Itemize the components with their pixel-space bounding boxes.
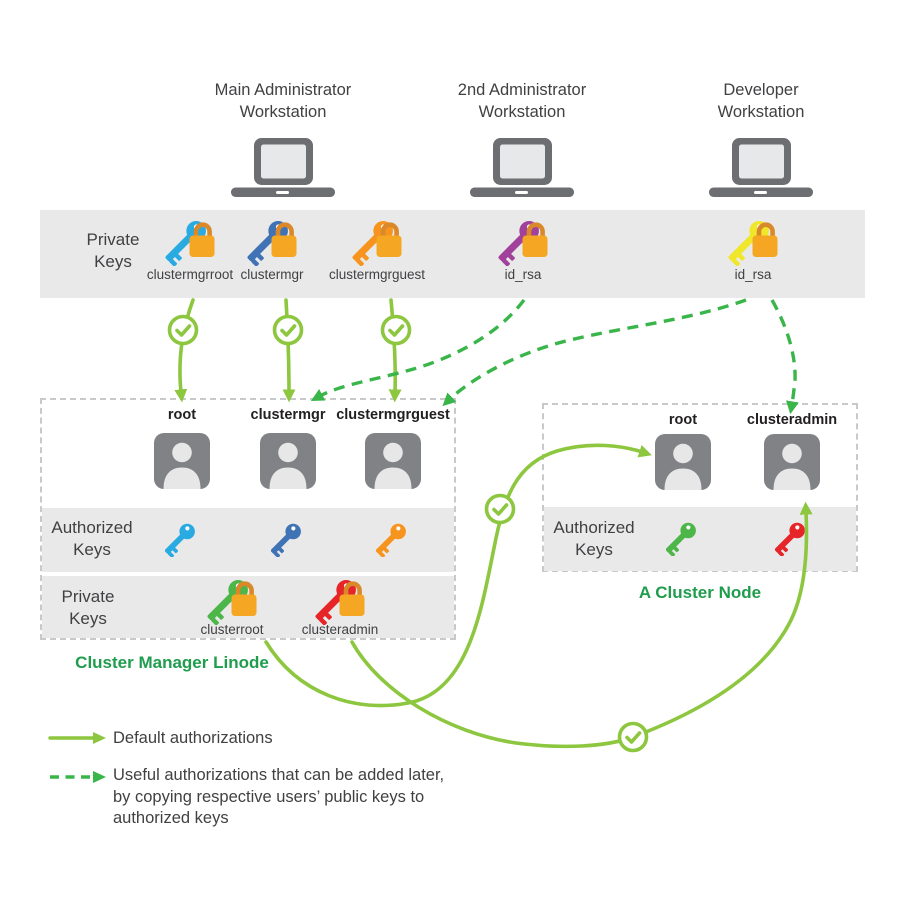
workstation-label-line: Workstation — [239, 102, 327, 121]
key-label: clusteradmin — [301, 622, 379, 637]
lock-body — [231, 594, 257, 616]
user-icon — [655, 434, 711, 490]
lock-body — [376, 235, 402, 257]
user-root-node: root — [613, 412, 753, 490]
workstation-label-line: Developer — [723, 81, 799, 99]
band-label-line: Keys — [575, 540, 613, 559]
band-label-line: Keys — [69, 609, 107, 628]
lock-body — [271, 235, 297, 257]
workstation-label-line: Workstation — [717, 102, 805, 121]
legend-item-default: Default authorizations — [113, 729, 273, 747]
lock-shackle — [380, 222, 399, 237]
cluster-manager-title: Cluster Manager Linode — [75, 653, 269, 672]
node-authorized-label: Authorized Keys — [544, 517, 644, 561]
key-lock-icon — [352, 221, 402, 266]
user-clustermgrguest-manager: clustermgrguest — [323, 407, 463, 489]
check-circle-icon — [272, 314, 304, 346]
lock-shackle — [235, 581, 254, 596]
lock-body — [339, 594, 365, 616]
private-key-clusteradmin: clusteradmin — [280, 578, 400, 637]
authorized-key-icon — [376, 523, 406, 557]
user-label: clustermgrguest — [336, 407, 450, 423]
arrow-clustermgrroot-to-root — [174, 298, 195, 403]
lock-shackle — [526, 222, 545, 237]
user-label: clustermgr — [250, 407, 326, 423]
key-label: id_rsa — [504, 267, 542, 282]
check-circle-icon — [617, 721, 649, 753]
lock-shackle — [193, 222, 212, 237]
key-label: id_rsa — [734, 267, 772, 282]
band-label-line: Keys — [94, 252, 132, 271]
user-icon — [154, 433, 210, 489]
arrow-clustermgrguest-to-clustermgrguest — [388, 298, 402, 403]
authorized-key-icon — [775, 522, 805, 556]
key-lock-icon — [498, 221, 548, 266]
workstation-label-2nd-admin: 2nd Administrator Workstation — [402, 80, 642, 123]
private-key-clustermgrroot: clustermgrroot — [125, 219, 255, 282]
check-circle-icon — [484, 493, 516, 525]
private-key-clusterroot: clusterroot — [172, 578, 292, 637]
workstation-label-developer: Developer Workstation — [641, 80, 881, 123]
laptop-icon — [470, 138, 574, 197]
user-icon — [260, 433, 316, 489]
user-label: root — [167, 407, 197, 423]
authorized-key-icon — [666, 522, 696, 556]
key-label: clustermgrguest — [328, 267, 426, 282]
authorized-key-icon — [271, 523, 301, 557]
private-key-clustermgrguest: clustermgrguest — [312, 219, 442, 282]
user-icon — [365, 433, 421, 489]
cluster-node-title: A Cluster Node — [638, 583, 762, 602]
user-clusteradmin-node: clusteradmin — [722, 412, 862, 490]
arrow-developer-idrsa-to-node-clusteradmin — [770, 299, 799, 415]
band-label-line: Authorized — [51, 518, 133, 537]
band-label-line: Private — [86, 230, 140, 249]
key-lock-icon — [315, 580, 365, 625]
authorized-key-icon — [165, 523, 195, 557]
band-label-line: Authorized — [553, 518, 635, 537]
workstation-label-line: Workstation — [478, 102, 566, 121]
manager-private-label: Private Keys — [36, 586, 140, 630]
arrow-2nd-admin-idrsa-to-clustermgr — [310, 298, 526, 402]
key-label: clusterroot — [200, 622, 264, 637]
key-lock-icon — [728, 221, 778, 266]
workstation-label-main-admin: Main Administrator Workstation — [163, 80, 403, 123]
user-label: clusteradmin — [746, 412, 838, 428]
user-label: root — [668, 412, 698, 428]
lock-shackle — [756, 222, 775, 237]
laptop-icon — [231, 138, 335, 197]
private-key-clustermgr: clustermgr — [207, 219, 337, 282]
workstation-label-line: Main Administrator — [214, 81, 352, 99]
check-circle-icon — [380, 314, 412, 346]
legend-dashed-arrow-icon — [50, 771, 106, 783]
check-circle-icon — [167, 314, 199, 346]
workstation-label-line: 2nd Administrator — [457, 81, 587, 99]
key-lock-icon — [165, 221, 215, 266]
lock-body — [189, 235, 215, 257]
top-band-label: Private Keys — [61, 229, 165, 273]
band-label-line: Private — [61, 587, 115, 606]
key-label: clustermgr — [240, 267, 304, 282]
lock-body — [752, 235, 778, 257]
key-label: clustermgrroot — [146, 267, 234, 282]
private-key-id-rsa-2nd-admin: id_rsa — [458, 219, 588, 282]
key-lock-icon — [247, 221, 297, 266]
arrow-developer-idrsa-to-clustermgrguest — [442, 298, 747, 407]
manager-authorized-label: Authorized Keys — [42, 517, 142, 561]
laptop-icon — [709, 138, 813, 197]
private-key-id-rsa-developer: id_rsa — [688, 219, 818, 282]
key-lock-icon — [207, 580, 257, 625]
band-label-line: Keys — [73, 540, 111, 559]
arrow-clustermgr-to-clustermgr — [282, 298, 296, 403]
legend-item-useful: Useful authorizations that can be added … — [113, 766, 445, 827]
legend-solid-arrow-icon — [48, 732, 106, 744]
lock-shackle — [275, 222, 294, 237]
user-root-manager: root — [112, 407, 252, 489]
lock-body — [522, 235, 548, 257]
user-icon — [764, 434, 820, 490]
